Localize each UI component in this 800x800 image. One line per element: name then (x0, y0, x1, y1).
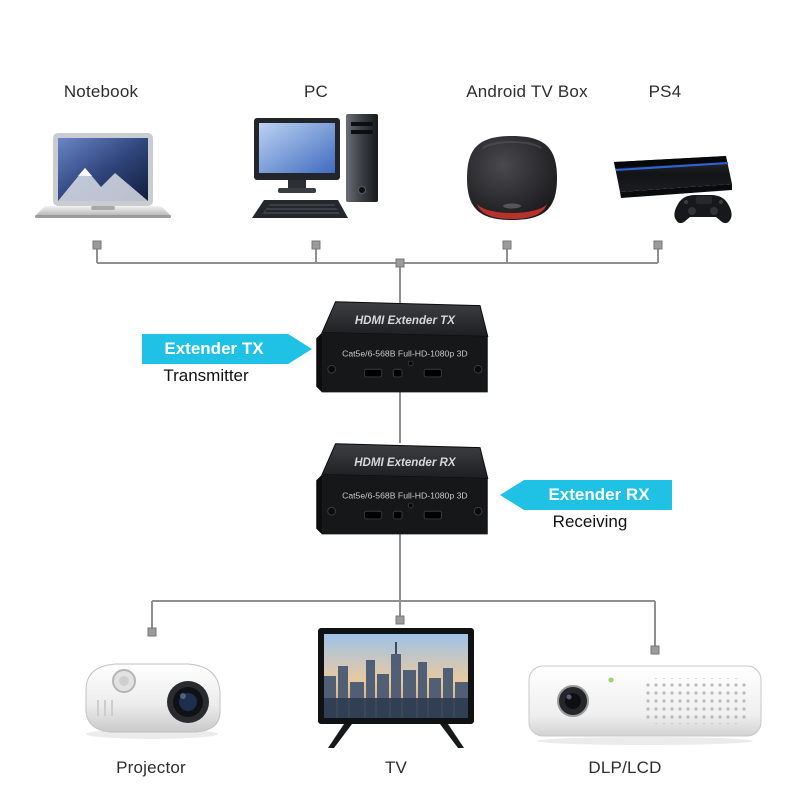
extender-rx-banner-label: Extender RX (548, 485, 650, 504)
ps4-device (600, 132, 740, 232)
extender-tx-banner-label: Extender TX (164, 339, 264, 358)
extender-rx-banner: Extender RX (500, 480, 672, 510)
wire-paths (96, 246, 659, 649)
notebook-device (33, 130, 173, 230)
label-dlp-lcd: DLP/LCD (588, 758, 662, 777)
projector-device (72, 650, 232, 745)
pc-image (252, 114, 378, 218)
extender-tx-top-text: HDMI Extender TX (355, 315, 456, 327)
label-projector: Projector (116, 758, 186, 777)
extender-tx-image: HDMI Extender TX Cat5e/6-568B Full-HD-10… (316, 301, 489, 393)
extender-tx-front-text: Cat5e/6-568B Full-HD-1080p 3D (342, 349, 468, 359)
extender-rx-image: HDMI Extender RX Cat5e/6-568B Full-HD-10… (316, 443, 489, 535)
wire-connectors (92, 240, 663, 655)
label-pc: PC (303, 82, 329, 101)
dlp-lcd-device (525, 658, 765, 748)
android-tv-box-device (457, 128, 567, 228)
receiving-caption: Receiving (552, 512, 628, 531)
extender-rx-front-text: Cat5e/6-568B Full-HD-1080p 3D (342, 491, 468, 501)
label-ps4: PS4 (648, 82, 682, 101)
dlp-lcd-image (528, 665, 762, 745)
pc-device (248, 112, 388, 224)
notebook-image (35, 133, 171, 218)
projector-image (85, 663, 221, 739)
label-android-tv-box: Android TV Box (466, 82, 588, 101)
extender-rx-device: HDMI Extender RX Cat5e/6-568B Full-HD-10… (310, 438, 494, 544)
transmitter-caption: Transmitter (163, 366, 249, 385)
extender-rx-top-text: HDMI Extender RX (354, 457, 457, 469)
extender-tx-device: HDMI Extender TX Cat5e/6-568B Full-HD-10… (310, 296, 494, 402)
tv-device (316, 626, 476, 751)
label-tv: TV (384, 758, 408, 777)
label-notebook: Notebook (63, 82, 139, 101)
android-tv-box-image (467, 136, 557, 220)
extender-tx-banner: Extender TX (142, 334, 312, 364)
tv-image (318, 628, 474, 748)
ps4-image (614, 156, 732, 224)
